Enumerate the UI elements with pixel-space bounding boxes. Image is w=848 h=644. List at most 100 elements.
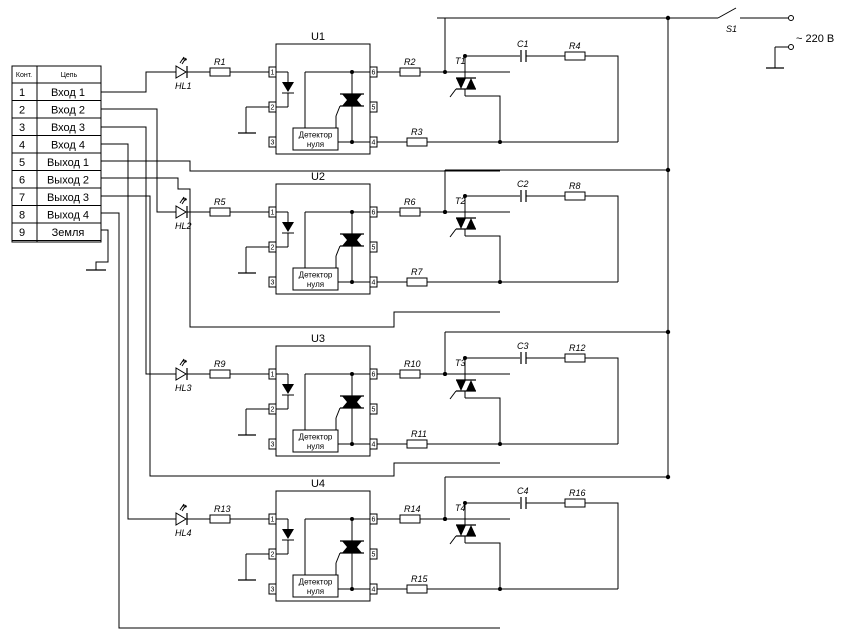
table-row-number: 4 bbox=[19, 140, 25, 152]
zero-detector bbox=[292, 574, 339, 598]
svg-text:U3: U3 bbox=[311, 333, 325, 345]
resistor-input bbox=[209, 67, 231, 77]
svg-text:U4: U4 bbox=[311, 478, 325, 490]
led-hl3: HL3 bbox=[172, 358, 210, 393]
table-row-number: 8 bbox=[19, 210, 25, 222]
svg-text:5: 5 bbox=[372, 552, 376, 559]
table-header-circuit: Цепь bbox=[61, 72, 78, 79]
svg-text:C3: C3 bbox=[517, 341, 529, 351]
svg-text:T3: T3 bbox=[455, 358, 466, 368]
svg-text:2: 2 bbox=[271, 552, 275, 559]
resistor-input bbox=[209, 207, 231, 217]
table-row-name: Выход 3 bbox=[47, 192, 89, 204]
led-label: HL1 bbox=[175, 81, 192, 91]
svg-text:Детектор: Детектор bbox=[299, 271, 333, 280]
svg-text:6: 6 bbox=[372, 70, 376, 77]
svg-text:нуля: нуля bbox=[307, 587, 324, 596]
svg-text:2: 2 bbox=[271, 245, 275, 252]
table-row-number: 3 bbox=[19, 122, 25, 134]
table-row-name: Выход 2 bbox=[47, 175, 89, 187]
svg-text:T2: T2 bbox=[455, 196, 466, 206]
table-header-contact: Конт. bbox=[16, 72, 32, 79]
power-switch: S1 ~ 220 В bbox=[437, 7, 834, 69]
led-label: HL4 bbox=[175, 528, 192, 538]
table-row-number: 1 bbox=[19, 87, 25, 99]
svg-text:Детектор: Детектор bbox=[299, 131, 333, 140]
svg-text:U2: U2 bbox=[311, 171, 325, 183]
svg-text:6: 6 bbox=[372, 372, 376, 379]
table-row-number: 9 bbox=[19, 227, 25, 239]
svg-text:нуля: нуля bbox=[307, 140, 324, 149]
svg-text:1: 1 bbox=[271, 70, 275, 77]
triac-t2: T2 bbox=[444, 170, 510, 282]
svg-text:R1: R1 bbox=[214, 57, 226, 67]
table-row-number: 5 bbox=[19, 157, 25, 169]
led-hl1: HL1 bbox=[172, 56, 210, 91]
svg-text:4: 4 bbox=[372, 280, 376, 287]
svg-text:C4: C4 bbox=[517, 486, 529, 496]
svg-text:1: 1 bbox=[271, 210, 275, 217]
zero-detector bbox=[292, 127, 339, 151]
table-row-name: Вход 3 bbox=[51, 122, 85, 134]
svg-text:R10: R10 bbox=[404, 359, 421, 369]
svg-text:3: 3 bbox=[271, 140, 275, 147]
svg-text:1: 1 bbox=[271, 517, 275, 524]
svg-text:R14: R14 bbox=[404, 504, 421, 514]
supply-label: ~ 220 В bbox=[796, 33, 834, 45]
svg-text:T1: T1 bbox=[455, 56, 466, 66]
table-row-name: Выход 1 bbox=[47, 157, 89, 169]
svg-text:Детектор: Детектор bbox=[299, 578, 333, 587]
led-hl2: HL2 bbox=[172, 196, 210, 231]
zero-detector bbox=[292, 429, 339, 453]
line-bus bbox=[667, 18, 669, 476]
svg-text:2: 2 bbox=[271, 105, 275, 112]
table-row-name: Земля bbox=[52, 227, 85, 239]
table-row-name: Вход 2 bbox=[51, 105, 85, 117]
triac-t1: T1 bbox=[444, 18, 510, 142]
triac-t3: T3 bbox=[444, 332, 510, 444]
led-label: HL2 bbox=[175, 221, 192, 231]
svg-text:R6: R6 bbox=[404, 197, 416, 207]
svg-text:R13: R13 bbox=[214, 504, 231, 514]
svg-text:6: 6 bbox=[372, 210, 376, 217]
svg-text:5: 5 bbox=[372, 407, 376, 414]
svg-text:R2: R2 bbox=[404, 57, 416, 67]
svg-text:3: 3 bbox=[271, 587, 275, 594]
svg-text:нуля: нуля bbox=[307, 280, 324, 289]
table-row-number: 6 bbox=[19, 175, 25, 187]
svg-text:6: 6 bbox=[372, 517, 376, 524]
table-row-number: 7 bbox=[19, 192, 25, 204]
svg-text:R11: R11 bbox=[411, 429, 427, 439]
svg-text:R7: R7 bbox=[411, 267, 423, 277]
resistor-input bbox=[209, 369, 231, 379]
svg-text:C2: C2 bbox=[517, 179, 529, 189]
led-label: HL3 bbox=[175, 383, 192, 393]
svg-text:R8: R8 bbox=[569, 181, 581, 191]
svg-text:3: 3 bbox=[271, 280, 275, 287]
svg-text:R3: R3 bbox=[411, 127, 423, 137]
switch-label: S1 bbox=[726, 24, 737, 34]
table-row-name: Вход 1 bbox=[51, 87, 85, 99]
svg-text:5: 5 bbox=[372, 105, 376, 112]
led-hl4: HL4 bbox=[172, 503, 210, 538]
svg-text:2: 2 bbox=[271, 407, 275, 414]
connector-wiring bbox=[86, 71, 500, 629]
svg-text:U1: U1 bbox=[311, 31, 325, 43]
svg-text:R5: R5 bbox=[214, 197, 226, 207]
svg-text:Детектор: Детектор bbox=[299, 433, 333, 442]
svg-text:C1: C1 bbox=[517, 39, 529, 49]
svg-text:R4: R4 bbox=[569, 41, 581, 51]
table-row-name: Вход 4 bbox=[51, 140, 85, 152]
svg-text:5: 5 bbox=[372, 245, 376, 252]
svg-text:R15: R15 bbox=[411, 574, 429, 584]
zero-detector bbox=[292, 267, 339, 291]
